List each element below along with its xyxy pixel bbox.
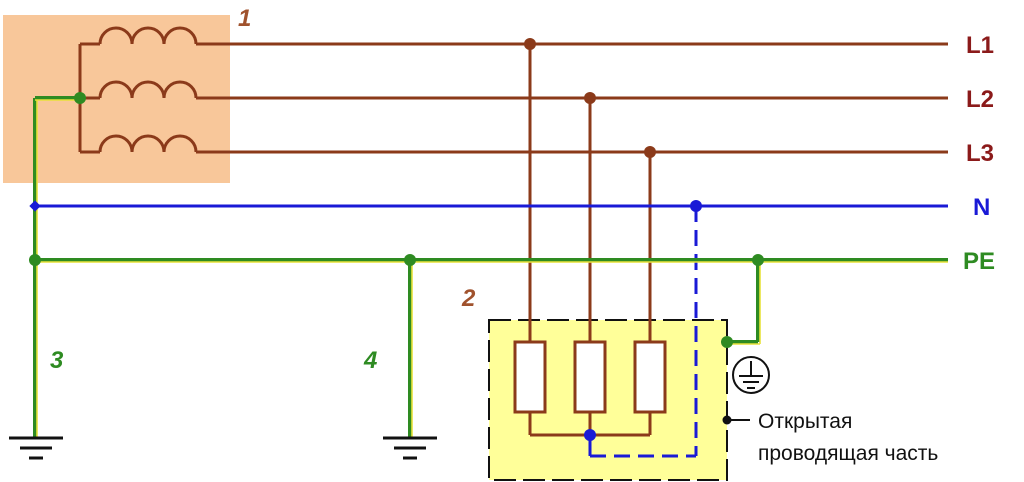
exposed-part-caption-line1: Открытая (758, 410, 852, 433)
winding-1-icon (80, 26, 198, 46)
label-l3: L3 (966, 140, 994, 167)
resistor-2 (573, 340, 607, 414)
exposed-part-pointer (722, 415, 750, 425)
resistor-3 (633, 340, 667, 414)
load-resistors (513, 340, 667, 414)
transformer-windings (78, 26, 198, 154)
ground-symbol-icon (383, 436, 437, 460)
label-n: N (973, 194, 990, 221)
label-pe: PE (963, 248, 995, 275)
callout-repeat-ground: 4 (363, 347, 377, 374)
callout-transformer: 1 (238, 5, 251, 32)
label-l1: L1 (966, 32, 994, 59)
winding-3-icon (80, 134, 198, 154)
phase-conductors (196, 42, 948, 342)
resistor-1 (513, 340, 547, 414)
callout-source-ground: 3 (50, 347, 64, 374)
label-l2: L2 (966, 86, 994, 113)
callout-consumer: 2 (461, 285, 476, 312)
ground-symbol-icon (9, 436, 63, 460)
pe-conductor (33, 96, 948, 437)
exposed-part-caption-line2: проводящая часть (758, 442, 938, 465)
protective-earth-icon (732, 356, 770, 394)
